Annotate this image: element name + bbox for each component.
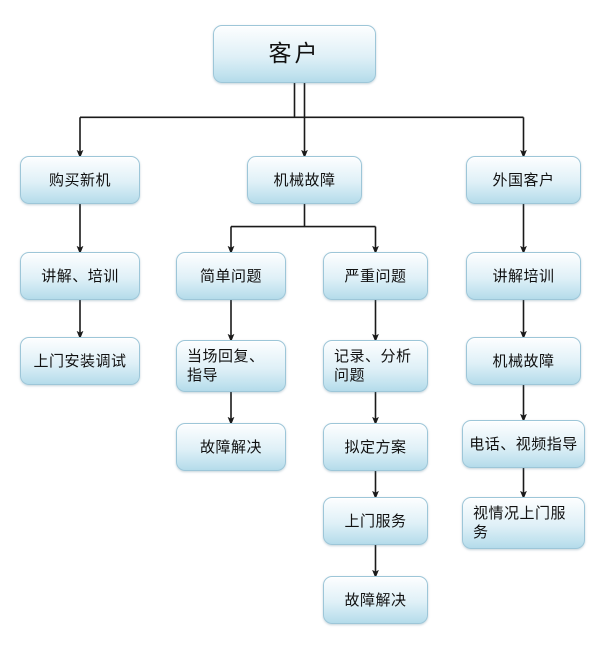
flow-node-mb1[interactable]: 严重问题 [323,252,428,300]
flow-node-ma1[interactable]: 简单问题 [176,252,286,300]
flow-node-label: 购买新机 [48,170,111,189]
flow-node-label: 简单问题 [199,266,262,285]
flow-node-l2[interactable]: 讲解、培训 [20,252,140,300]
flow-node-l3[interactable]: 上门安装调试 [20,337,140,385]
flow-node-mb4[interactable]: 上门服务 [323,497,428,545]
flow-node-mb5[interactable]: 故障解决 [323,576,428,624]
flow-node-mb2[interactable]: 记录、分析问题 [323,340,428,392]
flow-node-label: 机械故障 [273,170,336,189]
flow-node-l1[interactable]: 购买新机 [20,156,140,204]
flow-node-label: 电话、视频指导 [469,434,578,453]
flow-node-label: 拟定方案 [344,437,407,456]
flow-node-label: 客户 [268,40,321,67]
flow-node-ma2[interactable]: 当场回复、指导 [176,340,286,392]
flow-node-label: 严重问题 [344,266,407,285]
flow-node-mb3[interactable]: 拟定方案 [323,423,428,471]
flow-node-label: 上门服务 [344,511,407,530]
flow-node-root[interactable]: 客户 [213,25,376,83]
flow-node-label: 讲解、培训 [41,266,119,285]
flow-node-label: 机械故障 [492,351,555,370]
flow-node-label: 当场回复、指导 [187,347,265,384]
flow-node-label: 讲解培训 [492,266,555,285]
flow-node-r1[interactable]: 外国客户 [466,156,581,204]
flow-node-r4[interactable]: 电话、视频指导 [462,420,585,468]
flow-node-label: 视情况上门服务 [473,504,567,541]
flow-node-label: 上门安装调试 [33,351,127,370]
flow-node-ma3[interactable]: 故障解决 [176,423,286,471]
flow-node-label: 外国客户 [492,170,555,189]
flow-node-r3[interactable]: 机械故障 [466,337,581,385]
flow-node-label: 故障解决 [344,590,407,609]
flow-node-label: 记录、分析问题 [334,347,412,384]
flow-node-r2[interactable]: 讲解培训 [466,252,581,300]
flow-node-label: 故障解决 [199,437,262,456]
flow-node-r5[interactable]: 视情况上门服务 [462,497,585,549]
flow-node-m1[interactable]: 机械故障 [247,156,362,204]
